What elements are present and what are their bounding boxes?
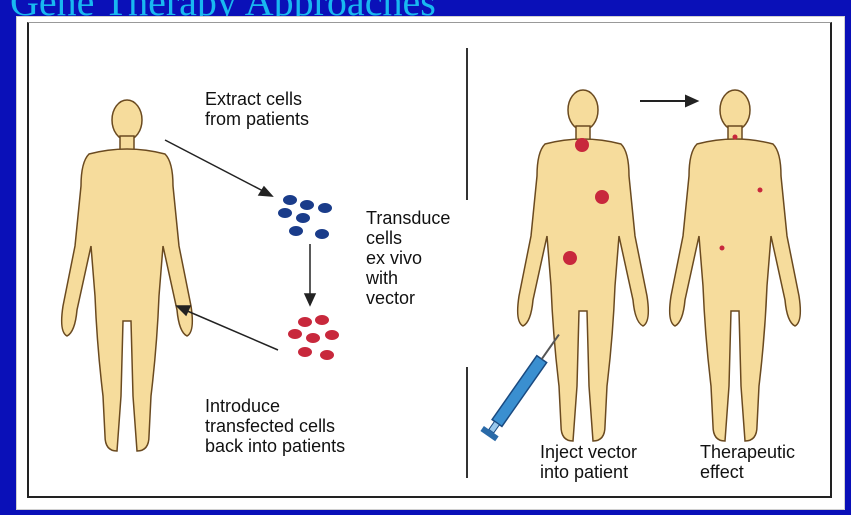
label-transduce: Transduce cells ex vivo with vector [366,208,450,308]
label-extract: Extract cells from patients [205,89,309,129]
arrow-transduce [305,244,315,305]
patient-figure-left [62,100,193,451]
arrow-effect [640,96,697,106]
syringe-icon [480,329,566,441]
arrow-extract [165,140,272,196]
red-cells [288,315,339,360]
patient-figure-treated [670,90,801,441]
label-therapeutic: Therapeutic effect [700,442,795,482]
label-introduce: Introduce transfected cells back into pa… [205,396,345,456]
blue-cells [278,195,332,239]
label-inject: Inject vector into patient [540,442,637,482]
